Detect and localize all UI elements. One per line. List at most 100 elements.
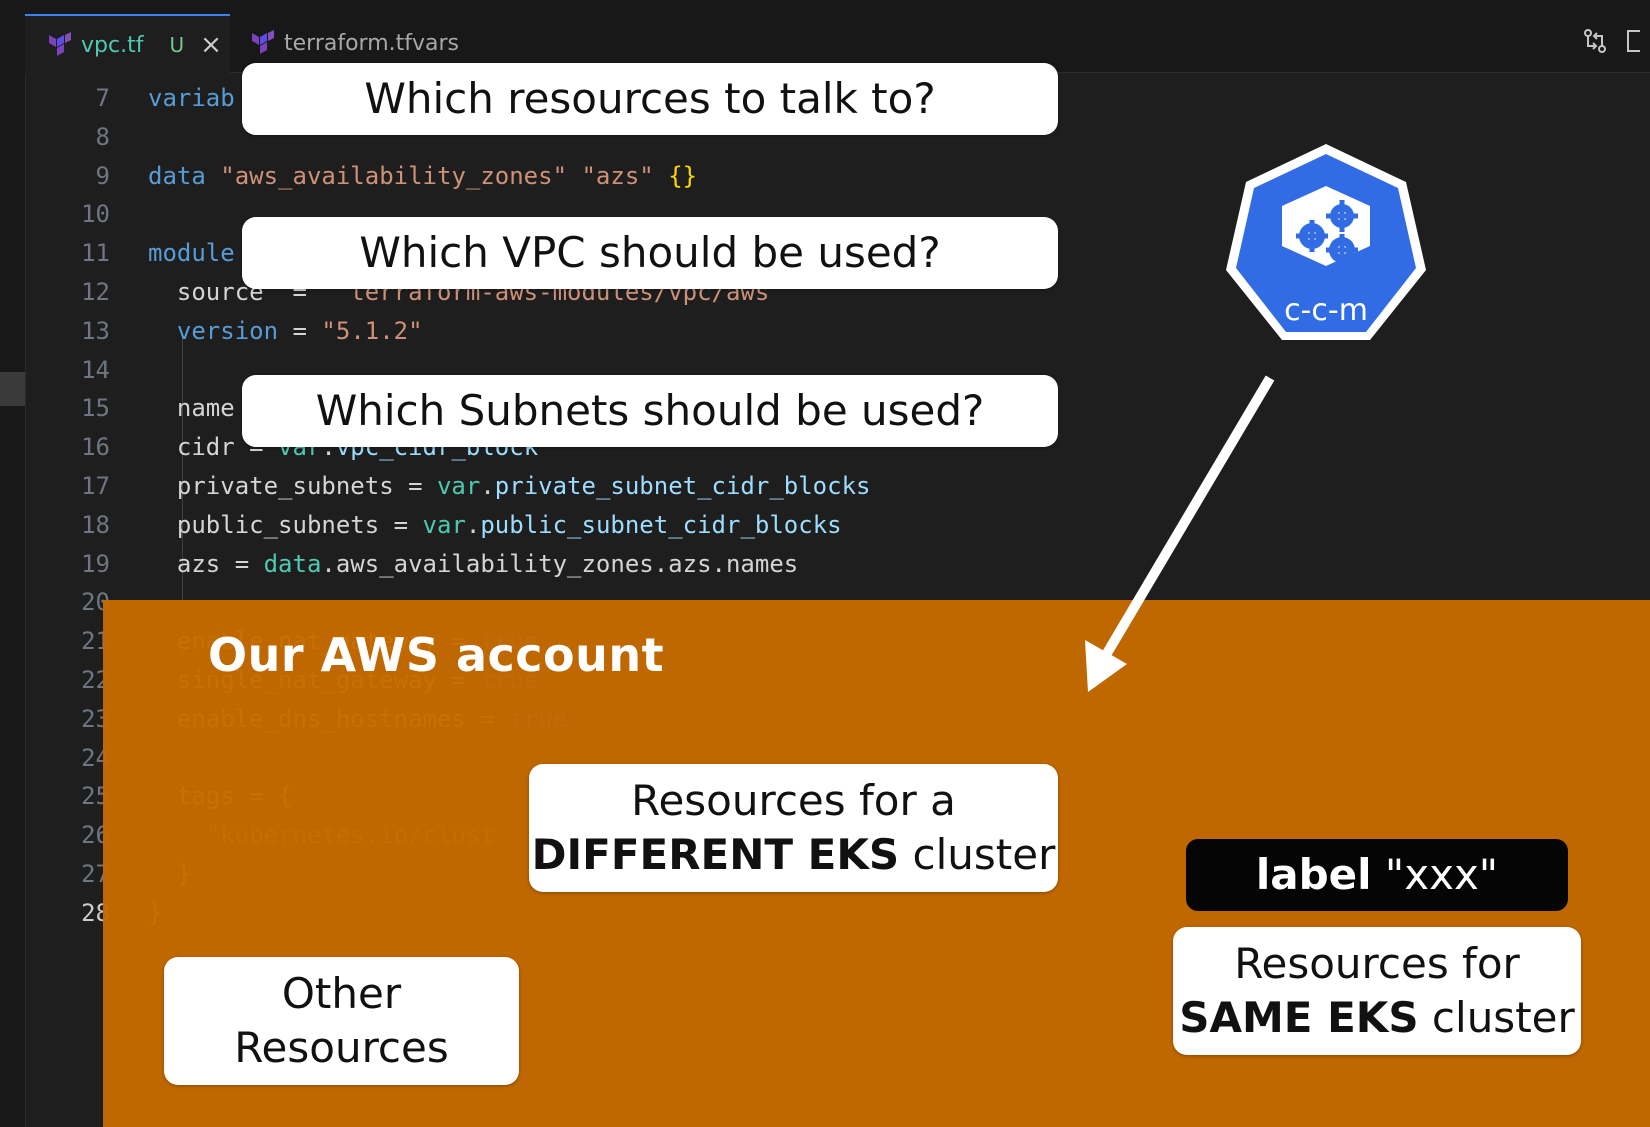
code-token: = [278,316,322,345]
code-token: version [176,316,279,345]
different-line2: DIFFERENT EKS cluster [529,828,1058,882]
line-number: 11 [81,239,110,268]
code-text: version = "5.1.2" [148,312,423,350]
line-number: 21 [81,627,110,656]
code-token: var [436,472,481,500]
code-text: module [148,234,235,272]
label-tag: label "xxx" [1186,839,1568,911]
code-line[interactable]: 9 data "aws_availability_zones" "azs" {} [25,157,1650,195]
line-number: 9 [95,161,110,190]
other-resources-box: Other Resources [164,957,519,1085]
code-line[interactable]: 10 [25,195,1650,233]
line-number: 18 [81,510,110,539]
terraform-icon [47,32,73,58]
question-subnets: Which Subnets should be used? [242,375,1058,447]
code-token: module [148,239,235,268]
code-token: private_subnets = [148,472,437,500]
code-text: data "aws_availability_zones" "azs" {} [148,157,697,195]
line-number: 7 [95,84,110,112]
code-token: cidr = [148,433,279,462]
line-number: 12 [81,278,110,306]
line-number: 27 [81,860,110,888]
other-line1: Other [281,969,402,1018]
tab-vpc-tf[interactable]: vpc.tf U × [25,14,230,74]
code-token: . [465,510,481,539]
code-line[interactable]: 18 public_subnets = var.public_subnet_ci… [25,506,1650,544]
code-line[interactable]: 8 [25,118,1650,156]
code-token: name [148,394,235,423]
code-line[interactable]: 15 name [25,389,1650,427]
line-number: 10 [81,200,110,229]
code-line[interactable]: 11 module [25,234,1650,272]
code-token: public_subnet_cidr_blocks [480,510,842,539]
code-line[interactable]: 14 [25,351,1650,389]
label-keyword: label [1255,850,1372,899]
split-editor-icon[interactable] [1626,28,1640,54]
code-line[interactable]: 17 private_subnets = var.private_subnet_… [25,467,1650,505]
line-number: 13 [81,316,110,345]
close-icon[interactable]: × [200,30,222,60]
same-cluster-box: Resources for SAME EKS cluster [1173,927,1581,1055]
code-token: "5.1.2" [321,316,423,345]
line-number: 25 [81,782,110,811]
code-token: {} [668,161,698,190]
line-number: 14 [81,355,110,384]
question-resources: Which resources to talk to? [242,63,1058,135]
line-number: 24 [81,743,110,772]
same-line2: SAME EKS cluster [1173,991,1581,1045]
line-number: 26 [81,821,110,850]
different-cluster-box: Resources for a DIFFERENT EKS cluster [529,764,1058,892]
compare-changes-icon[interactable] [1582,28,1608,54]
same-rest: cluster [1418,993,1575,1042]
code-line[interactable]: 19 azs = data.aws_availability_zones.azs… [25,545,1650,583]
line-number: 16 [81,433,110,462]
code-token: public_subnets = [148,510,423,539]
code-token: . [480,472,495,500]
code-text: private_subnets = var.private_subnet_cid… [148,467,871,505]
line-number: 19 [81,549,110,578]
activity-bar [0,0,26,1127]
question-vpc: Which VPC should be used? [242,217,1058,289]
aws-account-title: Our AWS account [208,628,665,682]
code-token: variab [148,84,235,112]
same-bold: SAME EKS [1179,993,1419,1042]
same-line1: Resources for [1234,939,1520,988]
cloud-controller-manager-icon: c-c-m [1226,144,1426,340]
other-line2: Resources [234,1023,449,1072]
code-text: name [148,389,235,427]
different-bold: DIFFERENT EKS [531,830,900,879]
code-text: public_subnets = var.public_subnet_cidr_… [148,506,842,544]
untracked-badge: U [169,33,185,57]
line-number: 22 [81,666,110,694]
code-token: var [422,510,466,539]
code-token [206,162,220,190]
code-token [148,317,177,345]
terraform-icon [250,30,276,56]
code-token: data [148,161,206,190]
line-number: 15 [81,394,110,423]
tab-label: vpc.tf [81,32,144,58]
code-token: private_subnet_cidr_blocks [494,472,871,500]
line-number: 17 [81,472,110,500]
tab-bar [25,0,1650,73]
different-line1: Resources for a [631,776,956,825]
code-token: azs = [148,549,264,578]
code-line[interactable]: 13 version = "5.1.2" [25,312,1650,350]
code-token: .aws_availability_zones.azs.names [321,549,799,578]
ccm-label: c-c-m [1284,293,1368,328]
code-token [654,162,668,190]
line-number: 23 [81,704,110,733]
code-token: "azs" [581,161,654,190]
code-token: "aws_availability_zones" [220,161,568,190]
different-rest: cluster [899,830,1056,879]
tab-terraform-tfvars[interactable]: terraform.tfvars [240,14,460,72]
label-value: "xxx" [1371,850,1499,899]
code-token [567,162,581,190]
line-number: 8 [95,122,110,151]
line-number: 28 [81,898,110,927]
code-token: data [263,549,322,578]
code-text: variab [148,79,235,117]
code-line[interactable]: 7 variab [25,79,1650,117]
activity-marker [0,372,25,406]
tab-label: terraform.tfvars [284,30,460,56]
